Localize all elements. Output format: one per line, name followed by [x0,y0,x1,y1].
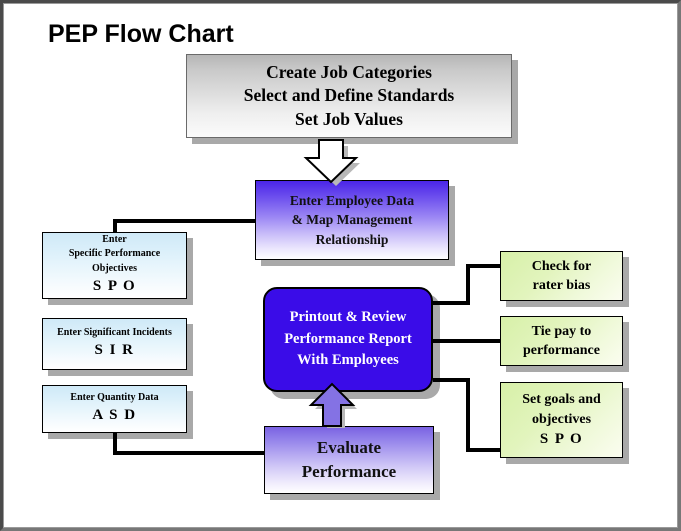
box-line: Enter Significant Incidents [57,326,172,338]
box-line: Create Job Categories [266,62,432,83]
box-line: objectives [531,411,592,427]
box-acronym: S P O [539,430,584,447]
box-line: Performance Report [284,330,412,347]
check-rater-bias-box[interactable]: Check for rater bias [500,251,623,301]
box-line: Check for [531,258,592,274]
tie-pay-to-performance-box[interactable]: Tie pay to performance [500,316,623,366]
box-line: With Employees [297,352,399,369]
box-line: rater bias [532,278,591,293]
enter-asd-box[interactable]: Enter Quantity Data A S D [42,385,187,433]
box-line: Relationship [315,231,389,247]
enter-spo-box[interactable]: Enter Specific Performance Objectives S … [42,232,187,299]
enter-employee-data-box[interactable]: Enter Employee Data & Map Management Rel… [255,180,449,260]
box-line: Performance [301,462,397,481]
printout-review-box[interactable]: Printout & Review Performance Report Wit… [263,287,433,392]
box-acronym: A S D [92,407,137,424]
evaluate-performance-box[interactable]: Evaluate Performance [264,426,434,494]
box-line: Objectives [92,262,137,274]
enter-sir-box[interactable]: Enter Significant Incidents S I R [42,318,187,370]
box-line: & Map Management [291,212,413,228]
box-line: Enter Employee Data [289,192,415,208]
box-line: Set goals and [522,392,601,408]
box-line: Tie pay to [531,323,592,339]
box-line: Evaluate [316,438,382,458]
box-acronym: S P O [92,278,137,295]
box-line: Enter Quantity Data [70,391,159,403]
box-line: Set Job Values [295,108,403,129]
box-line: Select and Define Standards [243,85,455,106]
create-job-categories-box[interactable]: Create Job Categories Select and Define … [186,54,512,138]
box-line: performance [523,343,600,358]
box-line: Printout & Review [289,308,407,325]
box-line: Specific Performance [68,248,161,260]
box-acronym: S I R [94,342,135,359]
set-goals-objectives-box[interactable]: Set goals and objectives S P O [500,382,623,458]
box-line: Enter [102,233,127,245]
page-title: PEP Flow Chart [48,20,234,48]
